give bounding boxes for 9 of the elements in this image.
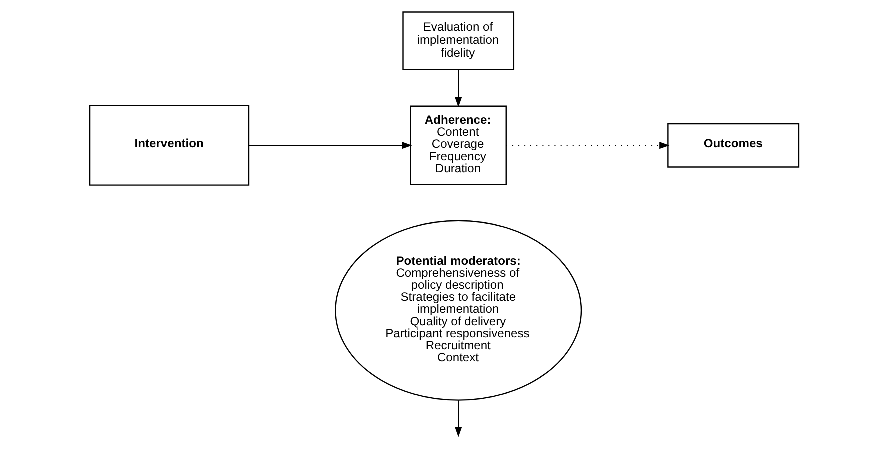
node-box: Adherence: Content Coverage Frequency Duration: [410, 106, 507, 186]
node-ellipse: Potential moderators: Comprehensiveness of policy description Strategies to facilitate implementation Quality of delivery Participant responsiveness Recruitment Context: [335, 220, 582, 401]
arrow: [455, 70, 462, 108]
arrow: [249, 142, 412, 150]
node-box: Evaluation of implementation fidelity: [402, 12, 515, 70]
arrow: [506, 142, 670, 150]
arrow: [455, 400, 462, 438]
node-box: Outcomes: [668, 123, 800, 168]
node-box: Intervention: [89, 105, 250, 186]
